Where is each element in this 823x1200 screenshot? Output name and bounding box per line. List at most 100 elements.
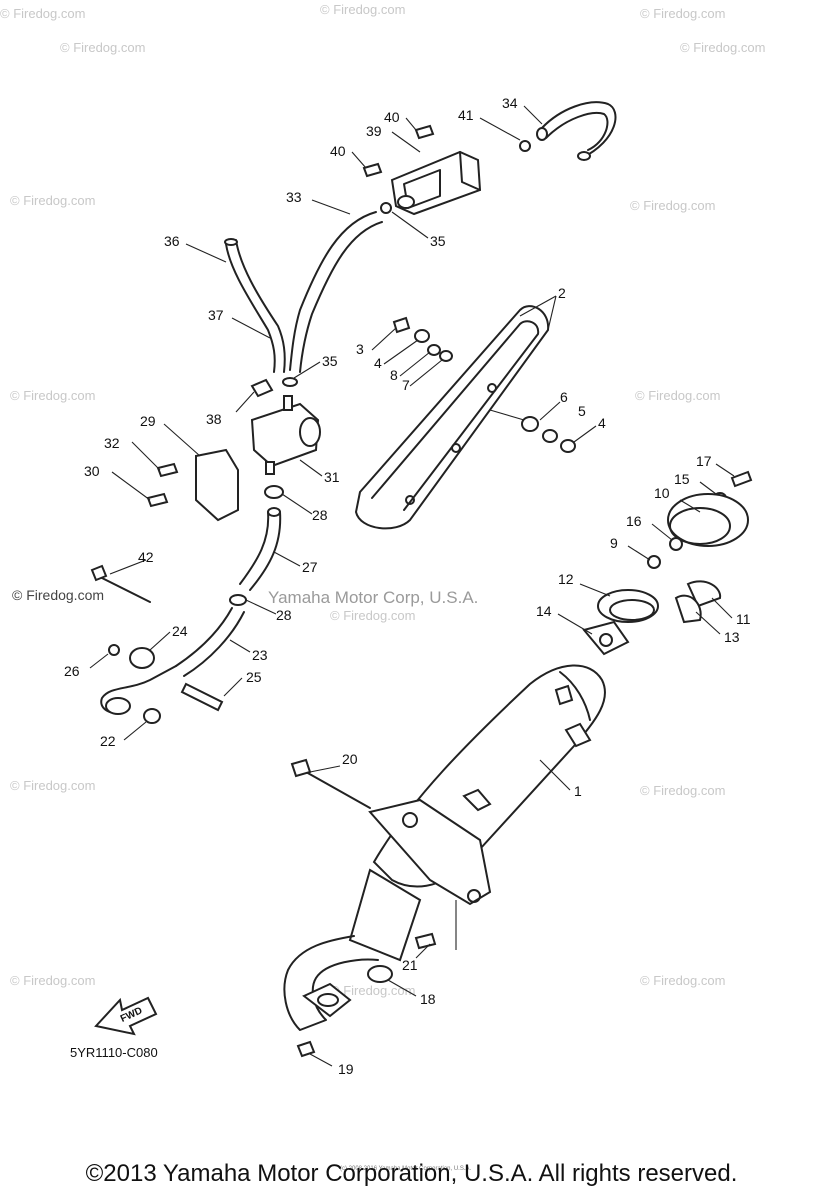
callout-35: 35 xyxy=(322,353,338,369)
watermark-text: © Firedog.com xyxy=(12,587,104,603)
callout-14: 14 xyxy=(536,603,552,619)
watermark-text: © Firedog.com xyxy=(330,983,415,998)
hose-34-inner xyxy=(545,112,609,151)
valve-31 xyxy=(250,402,320,468)
callout-20: 20 xyxy=(342,751,358,767)
callout-40: 40 xyxy=(330,143,346,159)
callout-32: 32 xyxy=(104,435,120,451)
callout-27: 27 xyxy=(302,559,318,575)
grommet-24 xyxy=(129,647,155,669)
watermark-middle-text: Yamaha Motor Corp, U.S.A. xyxy=(268,588,478,607)
bolt-17 xyxy=(730,470,753,488)
leader-lines xyxy=(89,105,735,1067)
callout-21: 21 xyxy=(402,957,418,973)
reed-valve-39-port xyxy=(397,195,415,209)
bolt-40 xyxy=(414,124,435,140)
valve-31-cap xyxy=(299,417,321,447)
watermark-text: © Firedog.com xyxy=(640,6,725,21)
heat-shield-2-rim xyxy=(371,320,540,511)
watermark-text: © Firedog.com xyxy=(10,778,95,793)
pipe-23-end xyxy=(105,697,131,715)
clip-28 xyxy=(264,485,284,499)
watermark-text: © Firedog.com xyxy=(640,783,725,798)
hose-33-inner xyxy=(299,221,383,373)
muffler-1-seam xyxy=(559,671,591,721)
hose-36-inner xyxy=(235,239,286,373)
bracket-29 xyxy=(195,448,239,522)
pipe-23-inner xyxy=(183,611,245,677)
bolt-20-head xyxy=(290,758,312,778)
diagram-code: 5YR1110-C080 xyxy=(70,1045,158,1060)
mount-bracket-hole xyxy=(402,812,418,828)
watermark-text: © Firedog.com xyxy=(0,6,85,21)
callout-5: 5 xyxy=(578,403,586,419)
pipe-23 xyxy=(175,607,233,667)
callout-4: 4 xyxy=(374,355,382,371)
callout-29: 29 xyxy=(140,413,156,429)
callout-8: 8 xyxy=(390,367,398,383)
callout-33: 33 xyxy=(286,189,302,205)
gasket-13 xyxy=(674,594,702,624)
gasket-14 xyxy=(582,620,630,656)
hose-36 xyxy=(225,243,276,373)
gasket-18 xyxy=(367,965,393,983)
clip-28 xyxy=(229,594,247,606)
bolt-32 xyxy=(156,462,179,478)
bolt-20 xyxy=(305,771,371,809)
watermark-text: © Firedog.com xyxy=(10,388,95,403)
exhaust-flange xyxy=(302,982,352,1018)
hose-36-end xyxy=(224,238,238,246)
callout-9: 9 xyxy=(610,535,618,551)
valve-31-nipple xyxy=(283,395,293,411)
watermark-text: © Firedog.com xyxy=(60,40,145,55)
callout-30: 30 xyxy=(84,463,100,479)
callout-1: 1 xyxy=(574,783,582,799)
callout-2: 2 xyxy=(558,285,566,301)
clip-41 xyxy=(519,140,531,152)
callout-28: 28 xyxy=(312,507,328,523)
callout-16: 16 xyxy=(626,513,642,529)
bolt-21 xyxy=(414,932,437,950)
catalyst-section xyxy=(348,868,422,962)
hose-34-end xyxy=(577,151,591,161)
callout-10: 10 xyxy=(654,485,670,501)
callout-40: 40 xyxy=(384,109,400,125)
muffler-1-boss xyxy=(554,684,574,706)
hose-27-end xyxy=(267,507,281,517)
bolt-42 xyxy=(97,575,151,603)
end-cap-10-inner xyxy=(669,507,731,545)
callout-layer: 34 41 40 39 40 33 35 36 37 35 38 29 32 3… xyxy=(64,95,751,1077)
hose-33 xyxy=(289,211,377,371)
washer-7 xyxy=(439,350,453,362)
washer-26 xyxy=(108,644,120,656)
callout-31: 31 xyxy=(324,469,340,485)
callout-7: 7 xyxy=(402,377,410,393)
callout-28: 28 xyxy=(276,607,292,623)
exhaust-pipe xyxy=(283,935,379,1031)
fwd-arrow: FWD xyxy=(94,996,158,1036)
end-cap-10 xyxy=(667,493,749,547)
callout-26: 26 xyxy=(64,663,80,679)
watermark-text: © Firedog.com xyxy=(635,388,720,403)
callout-18: 18 xyxy=(420,991,436,1007)
valve-31-nipple xyxy=(265,461,275,475)
callout-4: 4 xyxy=(598,415,606,431)
callout-3: 3 xyxy=(356,341,364,357)
callout-36: 36 xyxy=(164,233,180,249)
gasket-14-hole xyxy=(599,633,613,647)
bolt-3 xyxy=(392,316,411,334)
callout-22: 22 xyxy=(100,733,116,749)
clip-35 xyxy=(282,377,298,387)
watermark-text: © Firedog.com xyxy=(10,973,95,988)
callout-42: 42 xyxy=(138,549,154,565)
copyright-notice: ©2013 Yamaha Motor Corporation, U.S.A. A… xyxy=(85,1160,738,1187)
callout-34: 34 xyxy=(502,95,518,111)
callout-24: 24 xyxy=(172,623,188,639)
watermark-text: © Firedog.com xyxy=(330,608,415,623)
stud-25 xyxy=(180,682,224,712)
tail-pipe-12-inner xyxy=(609,599,655,621)
hose-27-inner xyxy=(249,511,282,591)
heat-shield-2-hole xyxy=(405,495,415,505)
callout-37: 37 xyxy=(208,307,224,323)
